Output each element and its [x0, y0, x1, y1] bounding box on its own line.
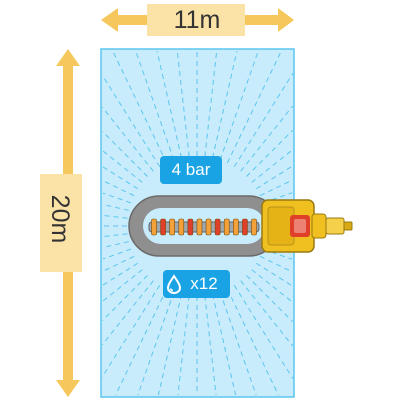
- nozzle: [205, 218, 212, 236]
- water-drop-icon: [166, 274, 182, 295]
- spray-line: [177, 295, 190, 396]
- width-dimension: [101, 4, 294, 36]
- nozzle: [196, 218, 203, 236]
- spray-line: [259, 179, 293, 197]
- nozzle: [151, 218, 157, 236]
- width-band-cover: [147, 4, 245, 36]
- width-label: 11m: [173, 6, 221, 34]
- spray-line: [102, 131, 148, 177]
- hose-tip: [343, 221, 353, 231]
- range-dial: [290, 215, 310, 237]
- spray-line: [102, 233, 128, 238]
- nozzle-tube: [148, 221, 260, 233]
- spray-line: [156, 50, 182, 158]
- spray-line: [102, 180, 135, 197]
- nozzle: [178, 218, 185, 236]
- oscillating-sprinkler: [128, 195, 353, 257]
- water-drop-shine-icon: [169, 288, 174, 292]
- spray-line: [102, 248, 132, 260]
- spray-line: [233, 285, 294, 379]
- spray-line: [246, 130, 293, 177]
- length-label: 20m: [46, 194, 74, 244]
- nozzle: [242, 218, 248, 236]
- spray-line: [226, 50, 282, 164]
- length-band: [40, 174, 82, 272]
- spray-line: [101, 74, 161, 167]
- spray-line: [259, 255, 293, 273]
- hose-connector: [311, 213, 327, 239]
- nozzles: [151, 218, 257, 236]
- hose-coupling: [325, 217, 345, 235]
- spray-line: [137, 291, 175, 396]
- spray-line: [204, 295, 217, 396]
- nozzle: [187, 218, 194, 236]
- spray-line: [102, 275, 148, 321]
- spray-line: [101, 106, 154, 172]
- spray-line: [102, 214, 128, 219]
- length-dimension: [40, 49, 82, 397]
- spray-line: [240, 280, 294, 347]
- spray-line: [112, 50, 168, 164]
- spray-line: [102, 192, 132, 204]
- range-dial-window: [294, 219, 306, 233]
- pressure-badge: [160, 156, 222, 184]
- spray-line: [102, 204, 129, 211]
- pressure-label: 4 bar: [171, 160, 211, 179]
- spray-line: [219, 291, 257, 396]
- spray-line: [246, 275, 293, 322]
- spray-line: [226, 288, 279, 396]
- spray-line: [256, 165, 293, 190]
- nozzle: [169, 218, 175, 236]
- spray-line: [115, 288, 168, 396]
- spray-line: [135, 50, 175, 161]
- spray-line: [102, 241, 129, 248]
- nozzle: [251, 218, 257, 236]
- spray-line: [240, 105, 294, 172]
- spray-line: [219, 50, 259, 161]
- spray-line: [102, 255, 135, 272]
- spray-line: [233, 73, 294, 167]
- spray-lines: [101, 50, 294, 396]
- nozzle: [214, 218, 221, 236]
- spray-line: [102, 262, 138, 286]
- spray-line: [102, 166, 138, 190]
- nozzle-count-label: x12: [190, 274, 218, 293]
- spray-line: [256, 262, 293, 287]
- spray-line: [212, 50, 238, 158]
- spray-line: [101, 280, 154, 346]
- nozzle: [223, 218, 230, 236]
- spray-line: [101, 285, 161, 378]
- nozzle: [160, 218, 166, 236]
- nozzle: [233, 218, 239, 236]
